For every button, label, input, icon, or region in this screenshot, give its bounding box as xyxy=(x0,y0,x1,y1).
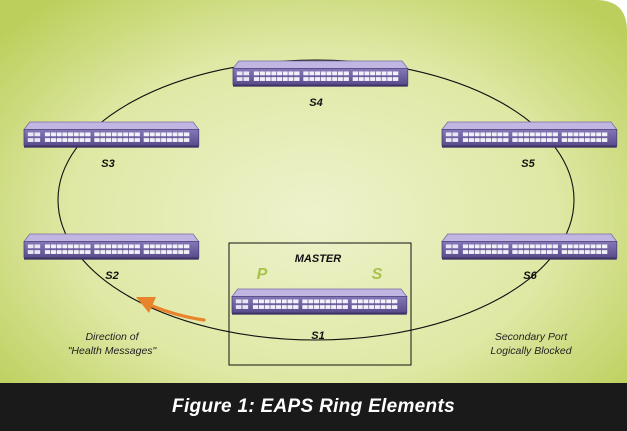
switch-label-s3: S3 xyxy=(101,158,114,170)
switch-label-s2: S2 xyxy=(105,270,118,282)
switch-label-s6: S6 xyxy=(523,270,537,282)
secondary-note-line2: Logically Blocked xyxy=(490,345,572,357)
secondary-note-line1: Secondary Port xyxy=(495,331,568,343)
caption-bar: Figure 1: EAPS Ring Elements xyxy=(0,383,627,431)
switch-s3 xyxy=(23,121,200,149)
switch-s4 xyxy=(232,60,409,88)
master-label: MASTER xyxy=(295,253,342,265)
switch-s2 xyxy=(23,233,200,261)
health-message-arrow xyxy=(136,297,206,322)
figure-caption: Figure 1: EAPS Ring Elements xyxy=(172,396,455,417)
primary-port-label: P xyxy=(257,266,268,283)
master-box xyxy=(228,242,412,366)
ring-ellipse xyxy=(57,59,575,341)
switch-s6 xyxy=(441,233,618,261)
switch-label-s5: S5 xyxy=(521,158,535,170)
switch-label-s1: S1 xyxy=(311,330,324,342)
direction-note-line1: Direction of xyxy=(85,331,139,343)
switch-s1 xyxy=(231,288,408,316)
switch-label-s4: S4 xyxy=(309,97,322,109)
secondary-port-label: S xyxy=(372,266,383,283)
direction-note-line2: "Health Messages" xyxy=(68,345,158,357)
switch-s5 xyxy=(441,121,618,149)
